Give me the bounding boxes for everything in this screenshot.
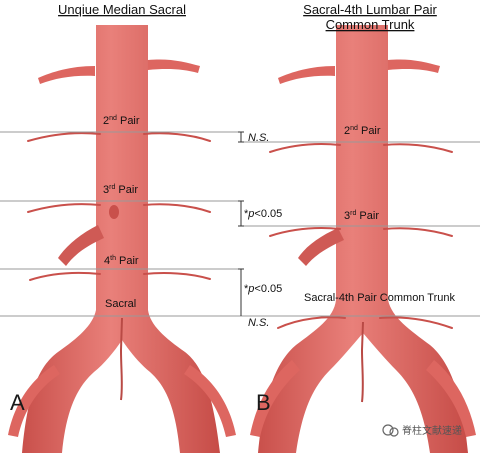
right-title-line1: Sacral-4th Lumbar Pair bbox=[303, 2, 437, 17]
left-pair3-arteries bbox=[27, 203, 211, 213]
right-pair2-arteries bbox=[269, 143, 453, 153]
right-diagonal-branch bbox=[298, 228, 344, 266]
right-title-line2: Common Trunk bbox=[326, 17, 415, 32]
comparison-brackets bbox=[238, 131, 244, 316]
stat-ns-bottom: N.S. bbox=[248, 317, 269, 329]
left-median-sacral-artery bbox=[119, 317, 123, 401]
left-pair2-label: 2nd Pair bbox=[103, 115, 140, 127]
right-pair2-label: 2nd Pair bbox=[344, 125, 381, 137]
left-pair4-label: 4th Pair bbox=[104, 255, 139, 267]
right-common-trunk-arteries bbox=[277, 316, 453, 329]
left-vessel bbox=[8, 25, 236, 453]
left-iliac-branch-right bbox=[184, 365, 236, 437]
watermark: 脊柱文献速递 bbox=[382, 424, 462, 437]
left-ima-origin bbox=[109, 205, 119, 219]
guide-lines bbox=[0, 131, 480, 317]
left-aorta-trunk bbox=[22, 25, 220, 453]
stat-ns-top: N.S. bbox=[248, 132, 269, 144]
left-diagonal-branch bbox=[58, 225, 104, 266]
watermark-logo-icon-2 bbox=[389, 427, 399, 437]
right-pair3-label: 3rd Pair bbox=[344, 210, 379, 222]
right-iliac-branch-left bbox=[250, 360, 300, 437]
right-iliac-branch-right bbox=[426, 360, 476, 437]
left-title: Unqiue Median Sacral bbox=[58, 2, 186, 17]
left-upper-branch-right bbox=[148, 59, 200, 73]
left-pair4-arteries bbox=[29, 271, 211, 281]
bracket-p2 bbox=[238, 268, 244, 316]
left-iliac-branch-left bbox=[8, 365, 60, 437]
bracket-ns-top bbox=[238, 131, 244, 143]
bracket-p1 bbox=[238, 200, 244, 227]
left-pair3-label: 3rd Pair bbox=[103, 184, 138, 196]
stat-p1: *p<0.05 bbox=[244, 208, 282, 220]
panel-label-a: A bbox=[10, 390, 25, 415]
right-vessel bbox=[250, 25, 476, 453]
watermark-text: 脊柱文献速递 bbox=[402, 424, 462, 437]
right-median-sacral-artery bbox=[360, 321, 364, 403]
stat-p2: *p<0.05 bbox=[244, 283, 282, 295]
watermark-logo-icon bbox=[382, 424, 394, 436]
right-common-trunk-label: Sacral-4th Pair Common Trunk bbox=[304, 292, 455, 304]
left-pair2-arteries bbox=[27, 132, 211, 142]
right-aorta-trunk bbox=[258, 25, 468, 453]
panel-label-b: B bbox=[256, 390, 271, 415]
left-upper-branch-left bbox=[38, 66, 95, 84]
right-upper-branch-right bbox=[388, 59, 440, 73]
right-pair3-arteries bbox=[269, 227, 453, 237]
left-sacral-label: Sacral bbox=[105, 298, 136, 310]
right-upper-branch-left bbox=[278, 66, 335, 84]
